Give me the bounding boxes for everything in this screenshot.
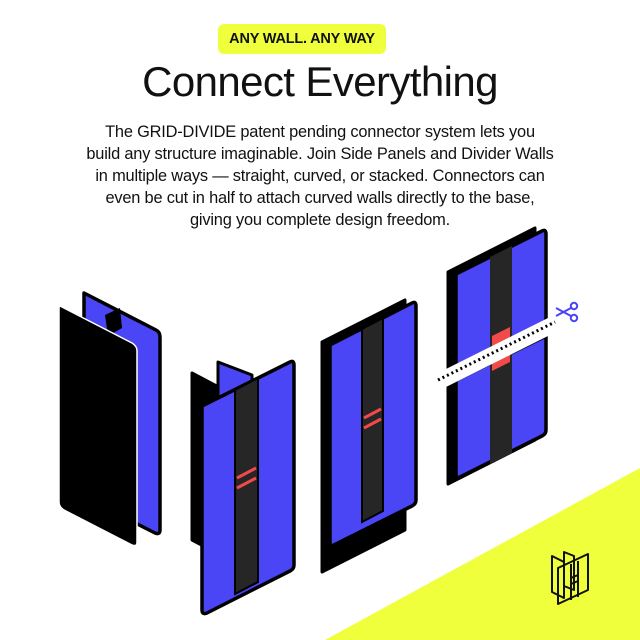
straight-connection-illustration [320, 298, 418, 574]
t-connection-illustration [190, 359, 296, 616]
grid-divide-logo-icon [551, 551, 589, 605]
description-line: in multiple ways — straight, curved, or … [95, 167, 545, 185]
cut-connector-illustration [437, 226, 560, 486]
description-line: The GRID-DIVIDE patent pending connector… [105, 123, 535, 141]
page-title: Connect Everything [142, 58, 498, 105]
side-panel-connection-illustration [58, 291, 162, 547]
description-line: build any structure imaginable. Join Sid… [86, 145, 554, 163]
tagline-text: ANY WALL. ANY WAY [229, 31, 375, 47]
tagline-badge: ANY WALL. ANY WAY [218, 24, 386, 54]
scissors-icon [555, 301, 579, 323]
description-line: giving you complete design freedom. [190, 211, 450, 229]
description-line: even be cut in half to attach curved wal… [105, 189, 535, 207]
description-paragraph: The GRID-DIVIDE patent pending connector… [40, 121, 600, 231]
